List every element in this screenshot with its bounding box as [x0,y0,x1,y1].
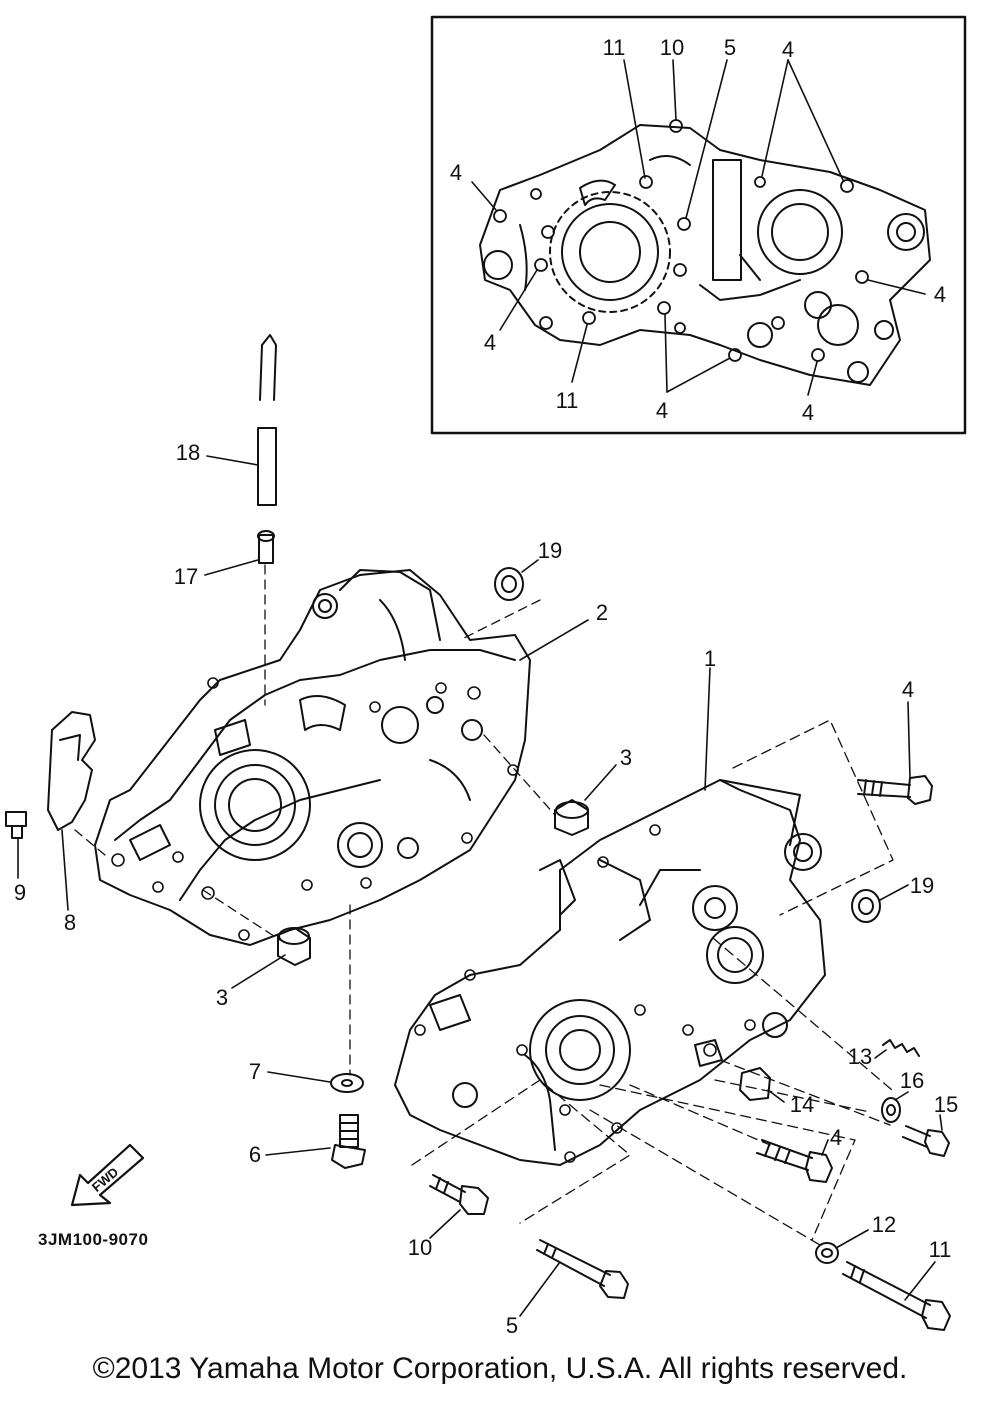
callout: 9 [14,880,26,905]
callout: 1 [704,646,716,671]
callout: 17 [174,564,198,589]
callout: 18 [176,440,200,465]
callout: 6 [249,1142,261,1167]
callout: 16 [900,1068,924,1093]
callout: 15 [934,1092,958,1117]
callout: 2 [596,600,608,625]
inset-callout: 4 [450,160,462,185]
callout: 5 [506,1313,518,1338]
inset-callout: 11 [556,388,579,413]
copyright-notice: ©2013 Yamaha Motor Corporation, U.S.A. A… [92,1352,908,1385]
bolt-10 [429,1174,489,1215]
inset-callout: 5 [724,35,736,60]
callout: 3 [216,985,228,1010]
callout: 19 [538,538,562,563]
bolt-11 [842,1261,951,1331]
left-crankcase-half [5,564,589,1076]
part-code: 3JM100-9070 [38,1230,148,1249]
bolt-4-lower [756,1139,833,1183]
inset-callout: 10 [660,35,684,60]
callout: 4 [902,677,914,702]
callout: 12 [872,1212,896,1237]
inset-callout: 4 [656,398,668,423]
main-callouts: 18 17 19 2 1 4 3 3 9 8 19 13 16 15 14 4 … [14,440,958,1338]
inset-callout: 11 [603,35,626,60]
callout: 10 [408,1235,432,1260]
inset-callout: 4 [802,400,814,425]
callout: 19 [910,873,934,898]
inset-callout: 4 [782,37,794,62]
callout: 11 [929,1237,952,1262]
callout: 4 [830,1125,842,1150]
callout: 7 [249,1059,261,1084]
main-leader-lines [17,455,943,1317]
callout: 13 [848,1044,872,1069]
bolt-5 [536,1239,629,1299]
fwd-arrow-icon [70,1143,145,1207]
bolt-15 [902,1125,950,1157]
inset-callout: 4 [934,282,946,307]
inset-panel [430,15,967,435]
callout: 14 [790,1092,814,1117]
inset-callouts: 11 10 5 4 4 4 4 4 11 4 [450,35,946,425]
inset-callout: 4 [484,330,496,355]
callout: 3 [620,745,632,770]
bolt-4-upper [857,775,933,805]
callout: 8 [64,910,76,935]
right-crankcase-half [70,334,951,1331]
